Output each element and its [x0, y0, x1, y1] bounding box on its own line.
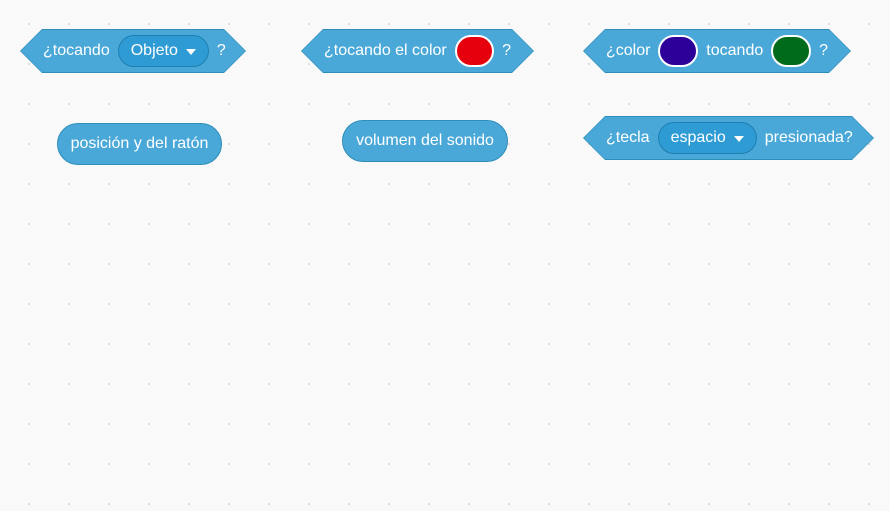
- touching-object-block[interactable]: ¿tocando Objeto ?: [21, 30, 245, 72]
- touching-color-prefix: ¿tocando el color: [324, 42, 447, 59]
- color-swatch-green[interactable]: [771, 35, 811, 67]
- touching-color-block[interactable]: ¿tocando el color ?: [302, 30, 533, 72]
- loudness-label: volumen del sonido: [356, 132, 494, 149]
- touching-dropdown-value: Objeto: [130, 42, 178, 59]
- key-dropdown[interactable]: espacio: [658, 122, 757, 154]
- color-touching-suffix: ?: [819, 42, 828, 59]
- key-pressed-prefix: ¿tecla: [606, 129, 650, 146]
- touching-prefix: ¿tocando: [43, 42, 110, 59]
- touching-object-dropdown[interactable]: Objeto: [118, 35, 209, 67]
- key-pressed-suffix: presionada?: [764, 129, 853, 146]
- chevron-down-icon: [186, 49, 196, 55]
- key-dropdown-value: espacio: [670, 129, 726, 146]
- key-pressed-block[interactable]: ¿tecla espacio presionada?: [584, 117, 873, 159]
- loudness-reporter-block[interactable]: volumen del sonido: [342, 120, 508, 162]
- mouse-y-reporter-block[interactable]: posición y del ratón: [57, 123, 222, 165]
- touching-suffix: ?: [216, 42, 226, 59]
- chevron-down-icon: [734, 136, 744, 142]
- mouse-y-label: posición y del ratón: [70, 135, 209, 152]
- color-touching-prefix: ¿color: [606, 42, 651, 59]
- color-touching-middle: tocando: [706, 42, 764, 59]
- color-touching-color-block[interactable]: ¿color tocando ?: [584, 30, 850, 72]
- color-swatch-purple[interactable]: [658, 35, 698, 67]
- color-swatch-red[interactable]: [455, 35, 494, 67]
- touching-color-suffix: ?: [502, 42, 511, 59]
